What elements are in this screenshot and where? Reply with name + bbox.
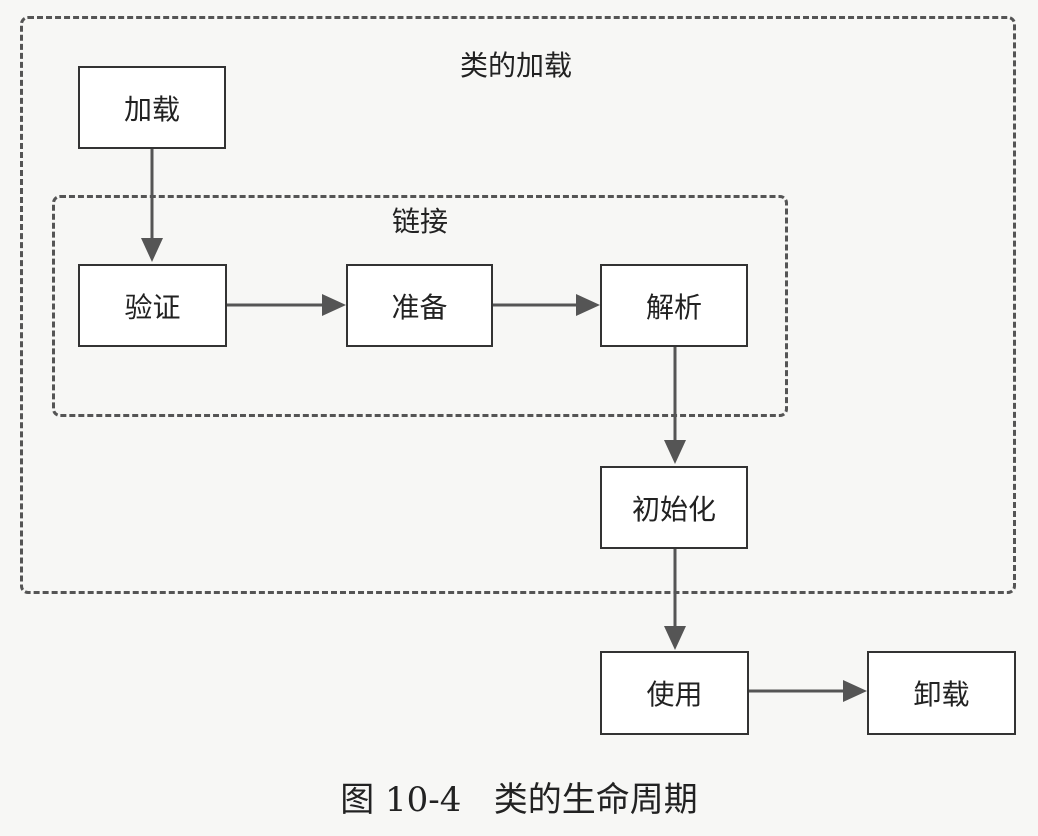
using-node: 使用 — [600, 651, 749, 735]
initialization-node: 初始化 — [600, 466, 748, 549]
loading-node: 加载 — [78, 66, 226, 149]
linking-group-label: 链接 — [392, 205, 449, 238]
linking-group — [52, 195, 788, 417]
arrow-loading-to-verification — [141, 149, 163, 262]
arrow-initialization-to-using — [664, 548, 686, 650]
arrow-using-to-unloading — [749, 680, 867, 702]
arrow-resolution-to-initialization — [664, 346, 686, 464]
unloading-node: 卸载 — [867, 651, 1016, 735]
preparation-node: 准备 — [346, 264, 493, 347]
arrow-verification-to-preparation — [227, 294, 346, 316]
arrow-preparation-to-resolution — [493, 294, 600, 316]
class-loading-group-label: 类的加载 — [460, 49, 573, 82]
class-loading-group — [20, 16, 1016, 594]
figure-caption: 图 10-4 类的生命周期 — [340, 780, 698, 820]
resolution-node: 解析 — [600, 264, 748, 347]
verification-node: 验证 — [78, 264, 227, 347]
